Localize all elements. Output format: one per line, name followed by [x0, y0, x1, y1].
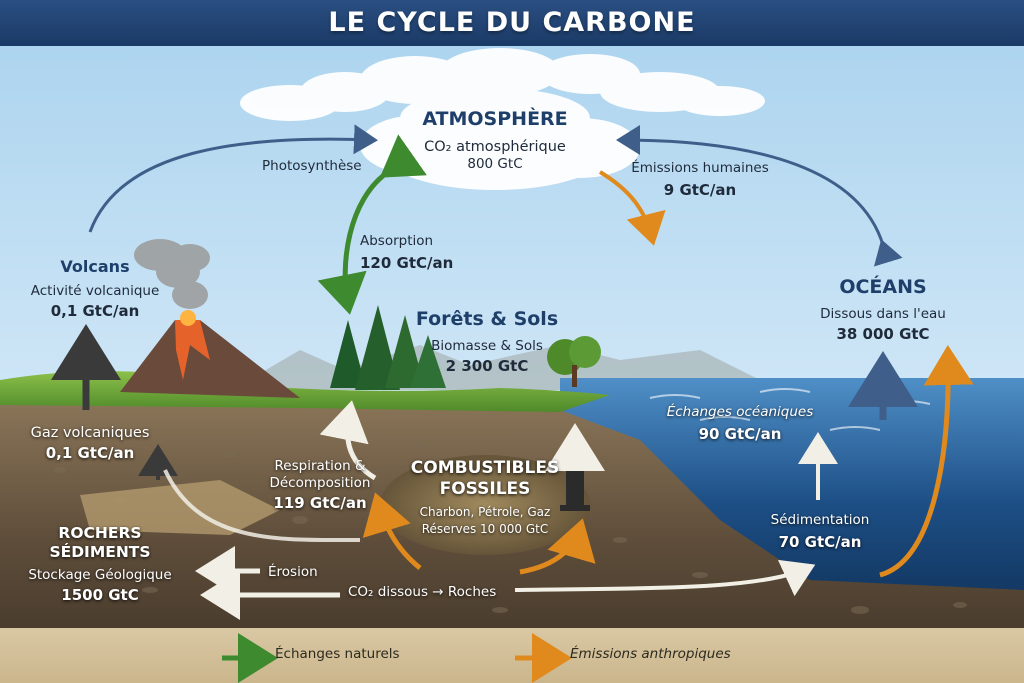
volcanic-gas-label: Gaz volcaniques: [30, 425, 150, 441]
forests-value: 2 300 GtC: [445, 356, 529, 375]
fossil-fuels-reserves: Réserves 10 000 GtC: [421, 521, 549, 536]
volcanoes-value: 0,1 GtC/an: [50, 301, 140, 320]
volcanoes-title: Volcans: [60, 257, 130, 276]
atmosphere-value: 800 GtC: [467, 155, 523, 172]
sediment-layer: [80, 480, 280, 535]
fossil-fuels-types: Charbon, Pétrole, Gaz: [419, 504, 551, 519]
absorption-box: Absorption 120 GtC/an: [360, 233, 454, 273]
absorption-label: Absorption: [360, 233, 434, 249]
sedimentation-flow-arrow: [514, 559, 816, 597]
fossil-fuels-box: COMBUSTIBLES FOSSILES Charbon, Pétrole, …: [395, 458, 575, 537]
forests-box: Forêts & Sols Biomasse & Sols 2 300 GtC: [412, 308, 562, 375]
oceans-box: OCÉANS Dissous dans l'eau 38 000 GtC: [808, 276, 958, 343]
sedimentation-box: Sédimentation 70 GtC/an: [760, 512, 880, 552]
human-emissions-value: 9 GtC/an: [663, 180, 737, 199]
cloud-cluster: [240, 48, 765, 190]
oceans-value: 38 000 GtC: [836, 324, 930, 343]
respiration-arrow: [319, 400, 377, 481]
rocks-title-line1: ROCHERS: [58, 524, 142, 542]
rocks-storage-label: Stockage Géologique: [28, 566, 172, 583]
rocks-title-line2: SÉDIMENTS: [49, 543, 151, 562]
respiration-box: Respiration & Décomposition 119 GtC/an: [255, 458, 385, 513]
sediment-flow-arrow: [163, 469, 361, 543]
fossil-fuel-deposit: [380, 455, 590, 555]
ocean-exchange-label: Échanges océaniques: [666, 404, 814, 420]
volcanoes-activity-label: Activité volcanique: [30, 283, 160, 299]
legend-band: [0, 628, 1024, 683]
rocks-box: ROCHERS SÉDIMENTS Stockage Géologique 15…: [20, 524, 180, 604]
forest-trees-icon: [330, 305, 601, 390]
legend-anthropic-label: Émissions anthropiques: [570, 646, 731, 662]
forests-title: Forêts & Sols: [415, 308, 559, 330]
volcanic-gas-value: 0,1 GtC/an: [45, 444, 135, 463]
sedimentation-label: Sédimentation: [770, 512, 870, 528]
rocks-value: 1500 GtC: [61, 585, 139, 604]
respiration-label-line2: Décomposition: [269, 474, 371, 491]
oceans-title: OCÉANS: [839, 276, 927, 298]
human-emissions-arrow: [598, 170, 666, 246]
ocean-exchange-box: Échanges océaniques 90 GtC/an: [660, 404, 820, 444]
absorption-value: 120 GtC/an: [360, 253, 454, 272]
atmosphere-title: ATMOSPHÈRE: [422, 108, 568, 130]
fossil-fuels-title-line2: FOSSILES: [439, 479, 531, 500]
human-emissions-label: Émissions humaines: [631, 160, 769, 176]
atmosphere-co2-label: CO₂ atmosphérique: [424, 138, 566, 155]
fossil-left-arrow: [362, 492, 422, 570]
forests-biomass-label: Biomasse & Sols: [431, 337, 543, 354]
volcanoes-box: Volcans Activité volcanique 0,1 GtC/an: [20, 257, 170, 321]
title-band: [0, 0, 1024, 46]
ocean-atmosphere-arrow: [616, 125, 903, 267]
absorption-arrow: [317, 134, 427, 315]
volcano-smoke-icon: [134, 239, 210, 309]
dissolved-co2-label: CO₂ dissous → Roches: [348, 584, 497, 600]
atmosphere-box: ATMOSPHÈRE CO₂ atmosphérique 800 GtC: [420, 108, 570, 173]
ocean-exchange-value: 90 GtC/an: [698, 424, 782, 443]
volcanic-gas-box: Gaz volcaniques 0,1 GtC/an: [20, 424, 160, 463]
respiration-label-line1: Respiration &: [274, 458, 366, 474]
oceans-dissolved-label: Dissous dans l'eau: [820, 305, 946, 322]
volcano-icon: [120, 320, 300, 398]
human-emissions-box: Émissions humaines 9 GtC/an: [630, 160, 770, 200]
erosion-label: Érosion: [268, 564, 318, 580]
sedimentation-value: 70 GtC/an: [778, 532, 862, 551]
respiration-value: 119 GtC/an: [273, 493, 367, 512]
photosynthesis-label: Photosynthèse: [262, 158, 362, 174]
fossil-fuels-title-line1: COMBUSTIBLES: [410, 458, 560, 478]
fossil-right-arrow: [519, 518, 596, 575]
page-title: LE CYCLE DU CARBONE: [328, 7, 696, 38]
legend-natural-label: Échanges naturels: [275, 646, 400, 662]
ocean-orange-arrow: [879, 345, 974, 578]
